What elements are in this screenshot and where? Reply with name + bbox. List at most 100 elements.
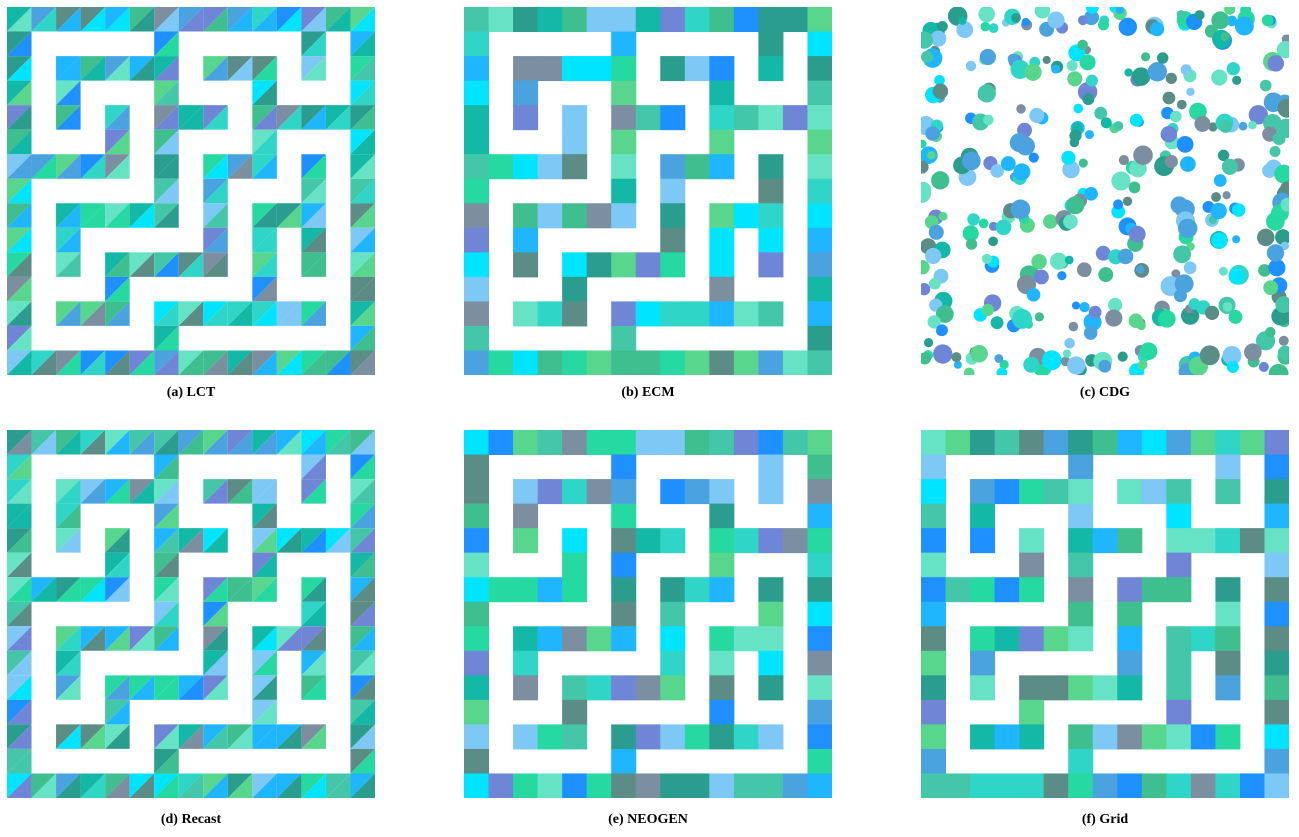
region-cell: [709, 277, 734, 302]
region-circle: [980, 49, 996, 65]
region-cell: [709, 724, 734, 749]
region-cell: [709, 430, 734, 455]
region-cell: [783, 773, 808, 798]
region-cell: [1215, 773, 1240, 798]
region-circle: [1130, 114, 1143, 127]
region-cell: [685, 430, 710, 455]
region-cell: [1264, 749, 1289, 774]
region-cell: [562, 528, 587, 553]
region-circle: [1150, 22, 1164, 36]
region-cell: [1019, 626, 1044, 651]
region-cell: [1215, 651, 1240, 676]
region-cell: [636, 7, 661, 32]
region-cell: [1191, 773, 1216, 798]
region-circle: [1098, 19, 1109, 30]
region-circle: [1157, 52, 1168, 63]
region-circle: [1105, 309, 1122, 326]
region-circle: [1177, 136, 1194, 153]
region-cell: [709, 553, 734, 578]
region-cell: [513, 479, 538, 504]
region-circle: [1080, 54, 1096, 70]
region-cell: [1142, 479, 1167, 504]
region-cell: [783, 7, 808, 32]
region-cell: [970, 577, 995, 602]
region-cell: [807, 700, 832, 725]
region-cell: [807, 528, 832, 553]
region-cell: [1264, 700, 1289, 725]
region-circle: [983, 115, 994, 126]
region-circle: [1248, 121, 1257, 130]
region-circle: [1140, 342, 1158, 360]
region-circle: [1177, 100, 1187, 110]
region-cell: [1215, 724, 1240, 749]
region-cell: [783, 105, 808, 130]
region-circle: [1077, 40, 1087, 50]
region-circle: [1089, 306, 1102, 319]
region-cell: [970, 528, 995, 553]
region-cell: [611, 724, 636, 749]
region-cell: [660, 675, 685, 700]
region-cell: [921, 602, 946, 627]
region-cell: [562, 56, 587, 81]
region-cell: [734, 528, 759, 553]
region-cell: [1264, 724, 1289, 749]
region-circle: [979, 219, 989, 229]
region-circle: [1111, 171, 1130, 190]
region-cell: [587, 626, 612, 651]
region-cell: [660, 651, 685, 676]
region-cell: [758, 32, 783, 57]
region-cell: [921, 773, 946, 798]
region-cell: [513, 626, 538, 651]
region-cell: [611, 749, 636, 774]
region-cell: [709, 130, 734, 155]
region-cell: [636, 773, 661, 798]
region-circle: [1214, 174, 1227, 187]
region-cell: [538, 350, 563, 375]
region-circle: [1129, 313, 1144, 328]
region-circle: [1057, 271, 1066, 280]
region-cell: [587, 252, 612, 277]
region-cell: [1019, 479, 1044, 504]
region-cell: [995, 479, 1020, 504]
region-circle: [936, 324, 948, 336]
region-cell: [611, 553, 636, 578]
region-circle: [978, 7, 994, 22]
region-circle: [1043, 56, 1051, 64]
region-cell: [660, 577, 685, 602]
region-cell: [464, 350, 489, 375]
region-cell: [636, 301, 661, 326]
region-cell: [1166, 479, 1191, 504]
region-cell: [611, 626, 636, 651]
region-cell: [1068, 455, 1093, 480]
region-cell: [1068, 553, 1093, 578]
region-circle: [1085, 130, 1094, 139]
region-cell: [611, 350, 636, 375]
maze-cdg: [921, 7, 1289, 375]
region-cell: [970, 724, 995, 749]
region-circle: [1219, 267, 1228, 276]
region-circle: [991, 316, 1004, 329]
region-cell: [758, 577, 783, 602]
region-cell: [1215, 430, 1240, 455]
region-cell: [1264, 651, 1289, 676]
region-cell: [1166, 577, 1191, 602]
region-circle: [989, 23, 999, 33]
region-circle: [1141, 52, 1150, 61]
region-cell: [562, 724, 587, 749]
region-cell: [562, 675, 587, 700]
region-cell: [562, 626, 587, 651]
region-circle: [1113, 199, 1123, 209]
region-cell: [685, 724, 710, 749]
region-circle: [982, 254, 992, 264]
region-cell: [1068, 724, 1093, 749]
region-cell: [562, 277, 587, 302]
region-cell: [970, 651, 995, 676]
region-circle: [1023, 357, 1039, 373]
region-cell: [970, 479, 995, 504]
region-cell: [1215, 675, 1240, 700]
region-cell: [587, 7, 612, 32]
region-cell: [611, 528, 636, 553]
region-cell: [660, 7, 685, 32]
region-cell: [1117, 528, 1142, 553]
region-cell: [758, 651, 783, 676]
